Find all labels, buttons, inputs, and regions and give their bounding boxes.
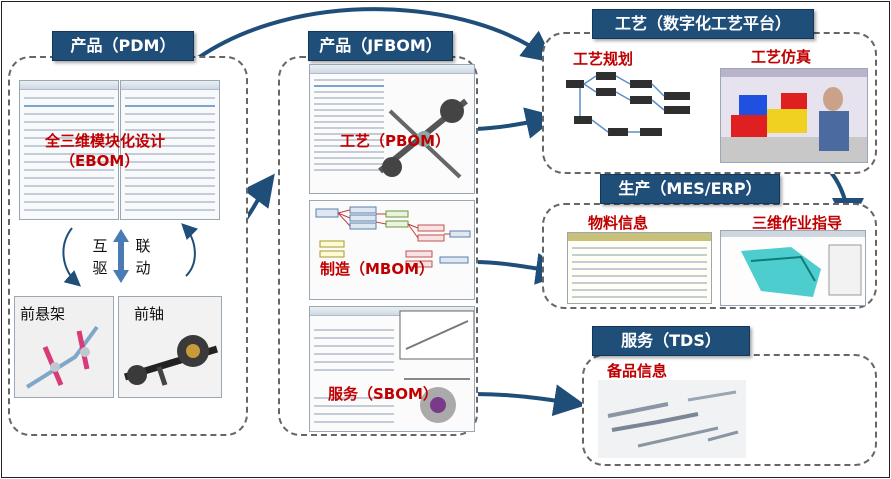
spare-parts-image: [598, 380, 746, 458]
arrow-pdm-to-process: [196, 7, 555, 63]
mbom-label: 制造（MBOM）: [320, 260, 435, 278]
sbom-label: 服务（SBOM）: [328, 385, 438, 403]
spare-parts-label: 备品信息: [607, 362, 668, 380]
material-table-image: [567, 232, 712, 304]
service-title: 服务（TDS）: [592, 326, 750, 356]
mbom-screenshot: [309, 200, 475, 300]
double-arrow-icon: [113, 229, 129, 283]
front-suspension-label: 前悬架: [20, 305, 66, 323]
link-right-char-1: 联: [135, 237, 151, 255]
ebom-screenshot-right: [120, 80, 220, 220]
pbom-screenshot: [309, 64, 475, 194]
link-left-char-1: 互: [92, 237, 108, 255]
work-instruction-image: [720, 230, 866, 306]
arrow-curve-right: [181, 223, 199, 277]
jfbom-title: 产品（JFBOM）: [308, 31, 453, 61]
ebom-screenshot-left: [19, 80, 119, 220]
simulation-image: [720, 68, 868, 163]
front-axle-image: [118, 296, 222, 398]
link-left-char-2: 驱: [92, 259, 108, 277]
link-right-char-2: 动: [135, 259, 151, 277]
front-axle-label: 前轴: [134, 305, 165, 323]
material-label: 物料信息: [588, 214, 649, 232]
process-title: 工艺（数字化工艺平台）: [592, 9, 814, 39]
sbom-screenshot: [309, 306, 475, 432]
planning-tree-image: [566, 72, 690, 136]
pbom-label: 工艺（PBOM）: [340, 132, 451, 150]
arrow-curve-left: [62, 227, 82, 287]
ebom-label-line1: 全三维模块化设计: [45, 132, 166, 150]
arrow-sbom-to-service: [473, 384, 586, 417]
front-suspension-image: [14, 296, 114, 398]
work-instruction-label: 三维作业指导: [752, 214, 843, 232]
ebom-label-line2: （EBOM）: [60, 152, 140, 170]
pdm-title: 产品（PDM）: [52, 31, 194, 61]
simulation-label: 工艺仿真: [751, 48, 812, 66]
production-title: 生产（MES/ERP）: [600, 174, 780, 204]
planning-label: 工艺规划: [573, 50, 634, 68]
